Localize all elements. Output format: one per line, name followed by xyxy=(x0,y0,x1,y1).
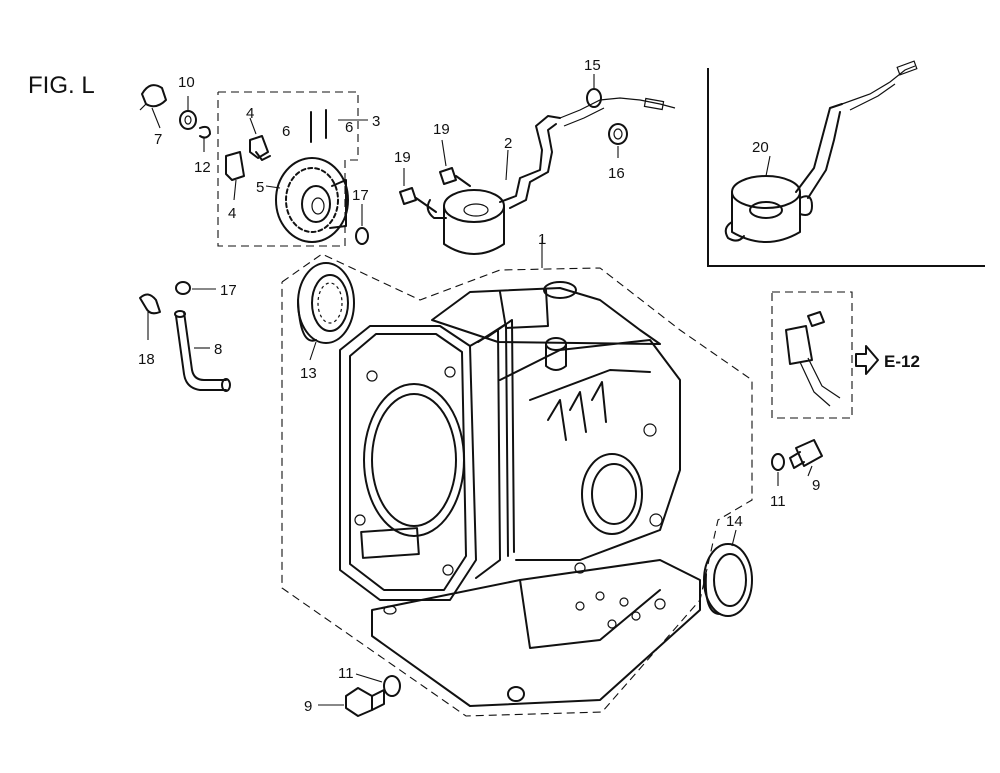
callout-16: 16 xyxy=(608,165,625,182)
grommet-part-15 xyxy=(586,88,602,108)
oil-seal-part-13 xyxy=(297,262,355,344)
governor-weight-part-4a xyxy=(249,135,271,161)
callout-12: 12 xyxy=(194,159,211,176)
leader-lines xyxy=(147,74,813,706)
callout-11b: 11 xyxy=(338,665,354,682)
drain-washer-part-11a xyxy=(771,453,785,471)
drain-bolt-part-9b xyxy=(345,687,385,717)
governor-weight-part-4b xyxy=(225,151,245,181)
callout-9a: 9 xyxy=(812,477,820,494)
callout-19b: 19 xyxy=(394,149,411,166)
callout-1: 1 xyxy=(538,231,546,248)
callout-4b: 4 xyxy=(228,205,236,222)
governor-assembly-group xyxy=(217,91,359,247)
washer-part-17a xyxy=(355,227,369,245)
callout-20: 20 xyxy=(752,139,769,156)
washer-part-10 xyxy=(179,110,197,130)
callout-5: 5 xyxy=(256,179,264,196)
drain-bolt-part-9a xyxy=(789,439,823,469)
callout-9b: 9 xyxy=(304,698,312,715)
callout-8: 8 xyxy=(214,341,222,358)
reference-box-e12 xyxy=(771,291,853,419)
callout-labels: 1 2 3 4 4 5 6 6 7 8 9 9 10 11 11 12 13 1… xyxy=(138,57,820,715)
callout-17b: 17 xyxy=(220,282,237,299)
bolt-part-19b xyxy=(399,187,437,213)
callout-2: 2 xyxy=(504,135,512,152)
callout-3: 3 xyxy=(372,113,380,130)
callout-14: 14 xyxy=(726,513,743,530)
clip-part-17b xyxy=(175,281,191,295)
reference-label-e12[interactable]: E-12 xyxy=(884,352,920,371)
figure-title: FIG. L xyxy=(28,72,95,99)
breather-tube-part-8 xyxy=(174,310,231,392)
pins-part-6 xyxy=(310,109,327,143)
callout-6b: 6 xyxy=(345,119,353,136)
crankcase-part-1 xyxy=(339,281,701,707)
callout-15: 15 xyxy=(584,57,601,74)
crankcase-group-outline xyxy=(281,253,753,717)
governor-gear-part-5 xyxy=(275,157,349,243)
callout-19a: 19 xyxy=(433,121,450,138)
callout-13: 13 xyxy=(300,365,317,382)
breather-cap-part-7 xyxy=(139,84,167,111)
callout-11a: 11 xyxy=(770,493,786,510)
callout-4a: 4 xyxy=(246,105,254,122)
arrow-right-icon[interactable] xyxy=(855,345,879,375)
callout-17a: 17 xyxy=(352,187,369,204)
bolt-part-19a xyxy=(439,167,471,187)
oil-sensor-part-20 xyxy=(724,60,918,243)
drain-washer-part-11b xyxy=(383,675,401,697)
callout-10: 10 xyxy=(178,74,195,91)
hose-clip-part-18 xyxy=(139,293,161,315)
clip-part-12 xyxy=(199,125,211,139)
inset-box xyxy=(707,60,985,267)
callout-7: 7 xyxy=(154,131,162,148)
callout-18: 18 xyxy=(138,351,155,368)
callout-6a: 6 xyxy=(282,123,290,140)
oil-switch-part-2 xyxy=(426,97,676,255)
nut-part-16 xyxy=(608,123,628,145)
oil-seal-part-14 xyxy=(703,543,753,617)
